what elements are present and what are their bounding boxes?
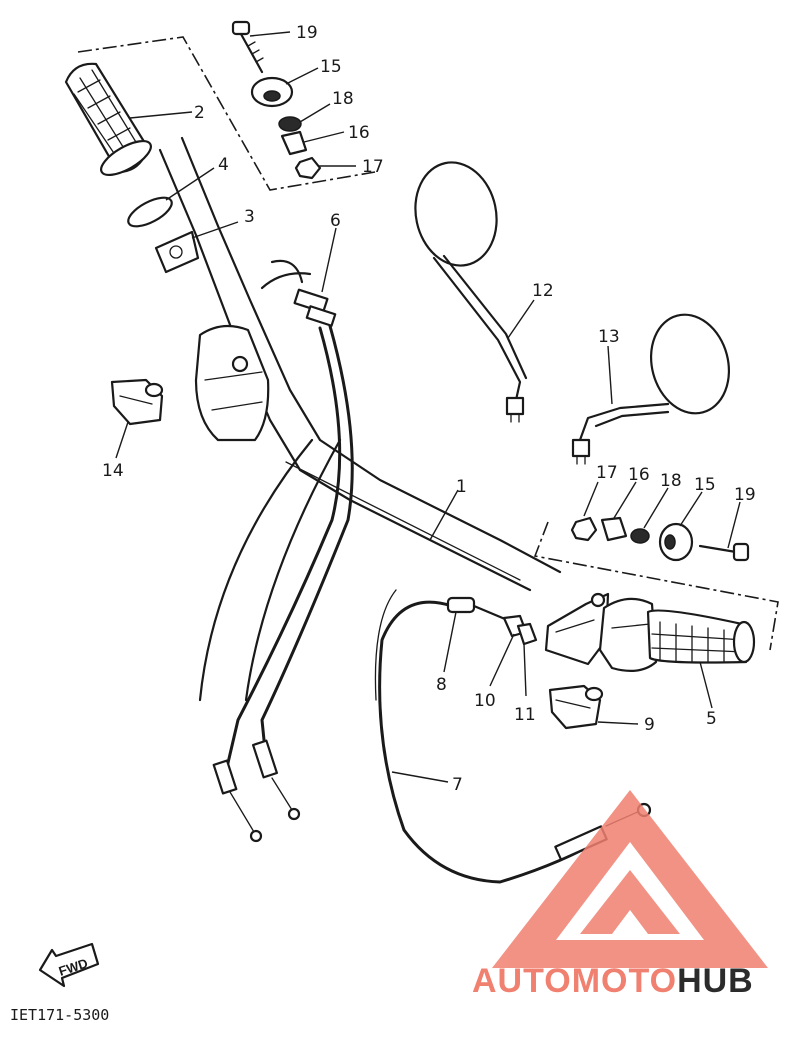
watermark-triangle-icon (492, 790, 768, 968)
drawing-code: IET171-5300 (10, 1006, 109, 1024)
throttle-cables (198, 259, 354, 843)
nut-upper (294, 156, 322, 180)
callout-4: 4 (218, 155, 229, 175)
leader-lines (115, 31, 741, 783)
watermark-logo (492, 790, 768, 968)
callout-5: 5 (706, 709, 717, 729)
handlebar (158, 136, 562, 592)
weight-cap-lower (658, 522, 694, 562)
weight-cap-upper (250, 76, 294, 108)
callout-10: 10 (474, 691, 496, 711)
callout-11: 11 (514, 705, 536, 725)
callout-9: 9 (644, 715, 655, 735)
callout-19-lower: 19 (734, 485, 756, 505)
callout-3: 3 (244, 207, 255, 227)
forward-arrow: FWD (38, 942, 100, 988)
callout-17-lower: 17 (596, 463, 618, 483)
callout-19-upper: 19 (296, 23, 318, 43)
clutch-cable (374, 589, 652, 884)
callout-17-upper: 17 (362, 157, 384, 177)
callout-18-lower: 18 (660, 471, 682, 491)
left-mirror (414, 161, 528, 423)
callout-6: 6 (330, 211, 341, 231)
clamp-bracket (154, 230, 200, 274)
callout-15-lower: 15 (694, 475, 716, 495)
callout-13: 13 (598, 327, 620, 347)
callout-14: 14 (102, 461, 124, 481)
switch-part-14 (110, 378, 164, 426)
watermark-part1: AUTOMOTO (472, 962, 677, 1000)
switch-part-9 (548, 684, 604, 730)
callout-8: 8 (436, 675, 447, 695)
callout-7: 7 (452, 775, 463, 795)
bolt-lower (698, 542, 750, 562)
right-mirror (571, 313, 731, 465)
lower-right-group-frame (533, 521, 779, 651)
callout-16-lower: 16 (628, 465, 650, 485)
callout-2: 2 (194, 103, 205, 123)
collar-upper (280, 130, 308, 156)
right-switch-housing (598, 597, 658, 673)
spacer-ring (127, 196, 173, 228)
left-switch-housing (194, 324, 270, 442)
callout-1: 1 (456, 477, 467, 497)
clutch-lever-holder (544, 592, 610, 666)
watermark-wordmark: AUTOMOTOHUB (472, 962, 754, 1000)
nut-lower (570, 516, 598, 542)
callout-15-upper: 15 (320, 57, 342, 77)
right-grip (646, 609, 756, 664)
left-grip (64, 62, 152, 177)
collar-lower (600, 516, 628, 542)
washer-upper (278, 116, 302, 132)
bolt-upper (231, 20, 264, 74)
watermark-part2: HUB (677, 962, 754, 1000)
callout-labels: 1 2 3 4 5 6 7 8 9 10 11 12 13 14 19 15 1… (102, 23, 756, 795)
callout-12: 12 (532, 281, 554, 301)
callout-16-upper: 16 (348, 123, 370, 143)
callout-18-upper: 18 (332, 89, 354, 109)
washer-lower (630, 528, 650, 544)
upper-left-group-frame (77, 36, 376, 191)
